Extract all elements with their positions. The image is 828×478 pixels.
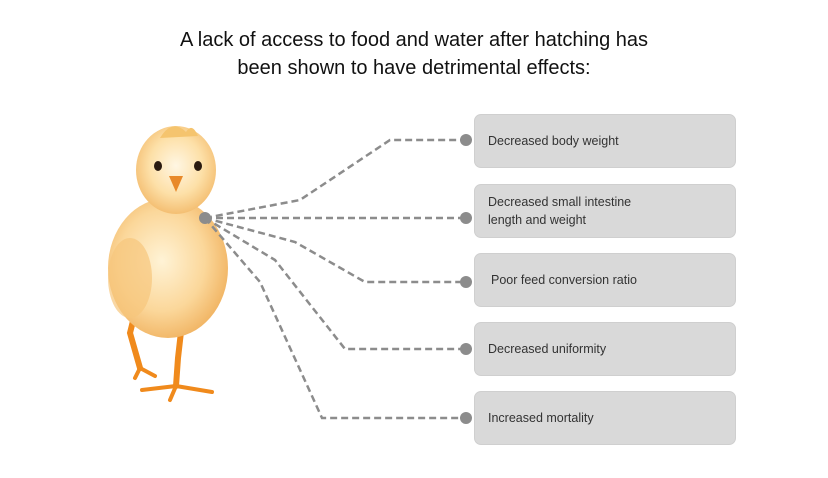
connector-end-dot (460, 412, 472, 424)
effect-box-mortality: Increased mortality (474, 391, 736, 445)
connector-end-dot (460, 276, 472, 288)
effect-label: Increased mortality (488, 411, 594, 425)
effect-label: Poor feed conversion ratio (491, 273, 637, 287)
connector-end-dot (460, 212, 472, 224)
effect-label-line-1: Decreased small intestine (488, 195, 632, 209)
connector-end-dot (460, 134, 472, 146)
connector-5 (204, 217, 466, 420)
connector-1 (204, 138, 466, 220)
chick-head (136, 126, 216, 214)
connector-3 (204, 216, 466, 284)
chick-illustration (108, 126, 228, 402)
effect-box-feed-conversion: Poor feed conversion ratio (474, 253, 736, 307)
effect-box-uniformity: Decreased uniformity (474, 322, 736, 376)
chick-eye-left (154, 161, 162, 171)
connector-4 (204, 216, 466, 351)
connector-end-dot (460, 343, 472, 355)
effect-box-body-weight: Decreased body weight (474, 114, 736, 168)
chick-beak (169, 176, 183, 192)
title-line-1: A lack of access to food and water after… (179, 29, 649, 51)
effect-label-line-2: length and weight (488, 213, 586, 227)
title-line-2: been shown to have detrimental effects: (237, 57, 591, 79)
effect-label: Decreased body weight (488, 134, 619, 148)
chick-eye-right (194, 161, 202, 171)
effect-box-small-intestine: Decreased small intestine length and wei… (474, 184, 736, 238)
diagram-title: A lack of access to food and water after… (0, 26, 828, 82)
effect-label: Decreased uniformity (488, 342, 607, 356)
connector-origin-dot (199, 212, 211, 224)
